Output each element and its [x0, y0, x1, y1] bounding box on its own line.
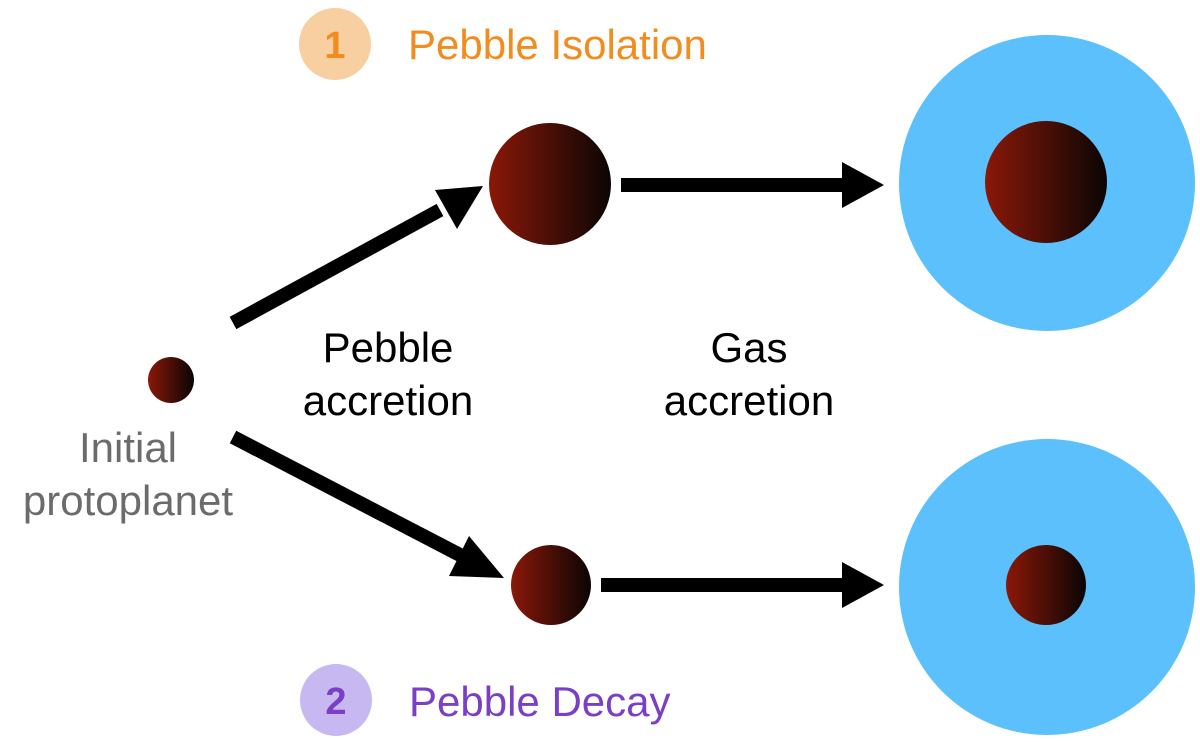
gas-arrow-upper: [621, 162, 884, 208]
initial-label-line1: Initial: [79, 424, 177, 471]
initial-protoplanet-core: [148, 357, 194, 403]
scenario-1-header: 1 Pebble Isolation: [299, 8, 707, 80]
gas-arrow-lower: [601, 562, 884, 608]
scenario-1-number: 1: [324, 25, 345, 67]
scenario-2-badge: [300, 664, 372, 736]
scenario-2-header: 2 Pebble Decay: [300, 664, 671, 736]
final-core-upper: [985, 121, 1107, 243]
final-planet-decay: [899, 439, 1195, 735]
pebble-arrow-upper: [229, 186, 483, 330]
pebble-arrow-lower: [229, 430, 504, 578]
isolation-core: [489, 123, 611, 245]
scenario-1-badge: [299, 8, 371, 80]
initial-label-line2: protoplanet: [23, 477, 233, 524]
scenario-1-title: Pebble Isolation: [408, 21, 707, 68]
final-planet-isolation: [899, 35, 1195, 331]
final-core-lower: [1006, 545, 1086, 625]
gas-accretion-label-line2: accretion: [664, 377, 834, 424]
scenario-2-number: 2: [325, 681, 346, 723]
gas-accretion-label-line1: Gas: [710, 324, 787, 371]
scenario-2-title: Pebble Decay: [409, 678, 671, 725]
decay-core: [511, 545, 591, 625]
pebble-accretion-label-line1: Pebble: [323, 324, 454, 371]
pebble-accretion-label-line2: accretion: [303, 377, 473, 424]
